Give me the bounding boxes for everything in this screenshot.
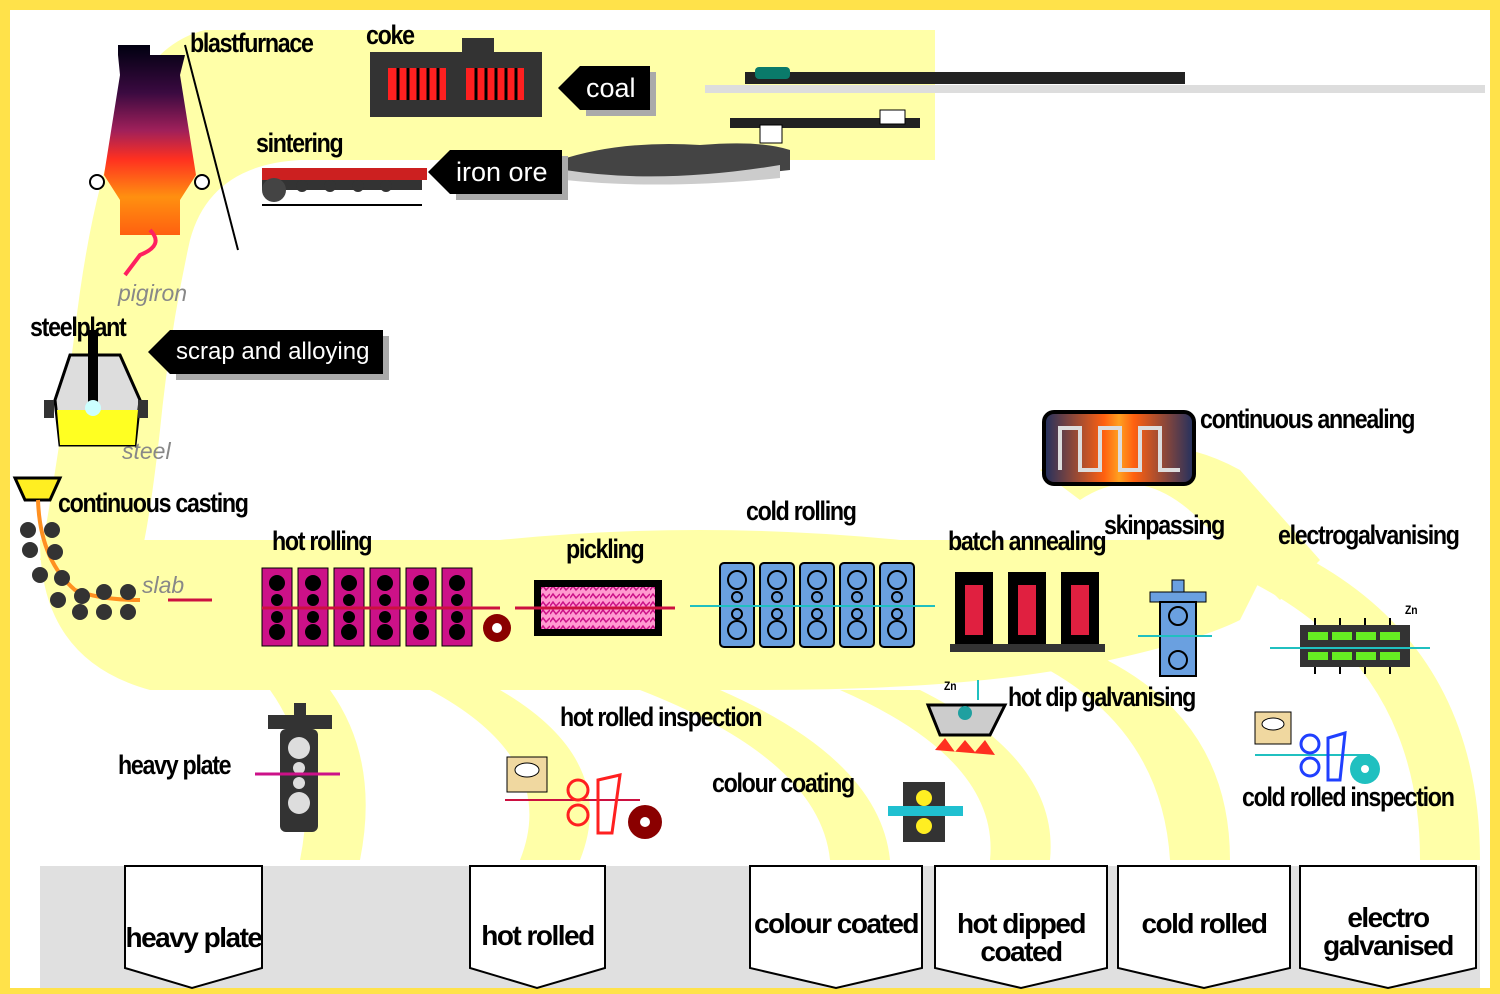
cold-rolling-mill — [690, 562, 935, 648]
iron-ore-label: iron ore — [456, 157, 548, 187]
skinpass-mill — [1138, 579, 1212, 677]
label-hot-dip-galvanising: hot dip galvanising — [1008, 682, 1196, 712]
label-zn-hot-dip: Zn — [944, 679, 957, 693]
steel-converter — [44, 330, 148, 447]
label-hot-rolling: hot rolling — [272, 526, 373, 556]
ore-conveyor — [560, 67, 1485, 185]
product-electro-line2: galvanised — [1323, 930, 1454, 961]
hot-dip-pot — [925, 680, 1008, 755]
cold-rolled-inspection-station — [1254, 711, 1380, 784]
label-sintering: sintering — [256, 128, 344, 158]
label-hot-rolled-inspection: hot rolled inspection — [560, 702, 763, 732]
label-slab: slab — [142, 572, 185, 598]
blast-furnace — [89, 44, 239, 277]
product-tray — [40, 865, 1480, 990]
heavy-plate-mill — [255, 703, 340, 832]
scrap-alloying-label: scrap and alloying — [176, 338, 370, 365]
product-heavy-plate: heavy plate — [125, 922, 263, 953]
label-coke: coke — [366, 20, 415, 50]
product-hot-dipped-line1: hot dipped — [956, 908, 1087, 939]
electrogalvanising-line — [1270, 618, 1430, 674]
batch-annealing-furnaces — [950, 572, 1105, 652]
input-tag-coal: coal — [558, 66, 650, 110]
label-batch-annealing: batch annealing — [948, 526, 1107, 556]
label-skinpassing: skinpassing — [1104, 510, 1225, 540]
input-tag-iron-ore: iron ore — [428, 150, 562, 194]
hot-rolling-mill — [261, 567, 511, 647]
continuous-annealing-furnace — [1042, 410, 1196, 486]
label-electrogalvanising: electrogalvanising — [1278, 520, 1460, 550]
coal-label: coal — [586, 73, 636, 103]
sintering-machine — [262, 168, 427, 206]
coke-oven — [370, 38, 542, 117]
continuous-caster — [12, 476, 212, 620]
label-cold-rolled-inspection: cold rolled inspection — [1242, 782, 1455, 812]
input-tag-scrap-alloying: scrap and alloying — [148, 330, 384, 374]
label-cold-rolling: cold rolling — [746, 496, 857, 526]
product-cold-rolled: cold rolled — [1141, 908, 1268, 939]
colour-coating-unit — [888, 782, 963, 842]
label-blastfurnace: blastfurnace — [190, 28, 314, 58]
product-colour-coated: colour coated — [753, 908, 920, 939]
product-hot-dipped-line2: coated — [980, 936, 1063, 967]
label-heavy-plate: heavy plate — [118, 750, 232, 780]
label-continuous-casting: continuous casting — [58, 488, 249, 518]
label-pigiron: pigiron — [118, 280, 188, 306]
product-hot-rolled: hot rolled — [481, 920, 595, 951]
product-electro-line1: electro — [1347, 902, 1430, 933]
pickling-line — [515, 580, 675, 636]
label-continuous-annealing: continuous annealing — [1200, 404, 1415, 434]
label-steelplant: steelplant — [30, 312, 127, 342]
label-pickling: pickling — [566, 534, 645, 564]
label-zn-electro: Zn — [1405, 603, 1418, 617]
label-steel: steel — [122, 438, 171, 464]
hot-rolled-inspection-station — [505, 756, 662, 839]
label-colour-coating: colour coating — [712, 768, 855, 798]
